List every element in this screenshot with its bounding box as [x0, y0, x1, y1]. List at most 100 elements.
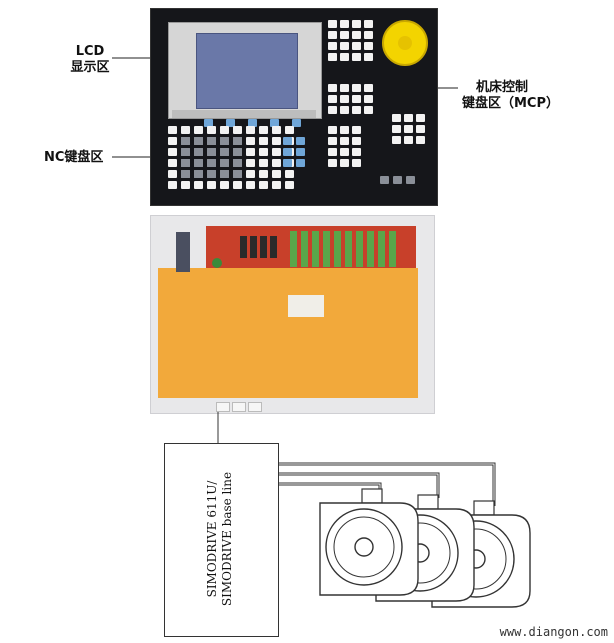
nc-key[interactable] — [259, 148, 268, 156]
mcp-key[interactable] — [328, 31, 337, 39]
mcp-key[interactable] — [340, 95, 349, 103]
mcp-key[interactable] — [328, 53, 337, 61]
mcp-key[interactable] — [352, 31, 361, 39]
mcp-key[interactable] — [328, 148, 337, 156]
mcp-key[interactable] — [328, 106, 337, 114]
nc-key-function[interactable] — [194, 159, 203, 167]
nc-key[interactable] — [168, 148, 177, 156]
softkey[interactable] — [204, 119, 213, 127]
mcp-key[interactable] — [364, 31, 373, 39]
nc-key-function[interactable] — [207, 137, 216, 145]
nc-key[interactable] — [168, 181, 177, 189]
nc-key[interactable] — [168, 137, 177, 145]
nc-key-function[interactable] — [207, 159, 216, 167]
mcp-key[interactable] — [328, 95, 337, 103]
softkey[interactable] — [292, 119, 301, 127]
mcp-key[interactable] — [364, 20, 373, 28]
nc-key[interactable] — [207, 126, 216, 134]
nc-key-cursor[interactable] — [296, 137, 305, 145]
nc-key-function[interactable] — [194, 137, 203, 145]
mcp-key[interactable] — [404, 136, 413, 144]
nc-key[interactable] — [246, 181, 255, 189]
nc-key[interactable] — [272, 126, 281, 134]
mcp-key[interactable] — [340, 159, 349, 167]
mcp-key[interactable] — [352, 148, 361, 156]
nc-key[interactable] — [259, 159, 268, 167]
mcp-key[interactable] — [392, 125, 401, 133]
mcp-key[interactable] — [328, 42, 337, 50]
nc-key[interactable] — [207, 181, 216, 189]
nc-key-function[interactable] — [233, 159, 242, 167]
nc-key[interactable] — [272, 137, 281, 145]
nc-key-cursor[interactable] — [283, 137, 292, 145]
nc-key[interactable] — [168, 159, 177, 167]
nc-key[interactable] — [246, 159, 255, 167]
nc-key[interactable] — [259, 181, 268, 189]
mcp-key[interactable] — [328, 20, 337, 28]
nc-key[interactable] — [272, 181, 281, 189]
nc-key-cursor[interactable] — [296, 148, 305, 156]
nc-key-function[interactable] — [194, 148, 203, 156]
nc-key[interactable] — [220, 181, 229, 189]
mcp-key[interactable] — [340, 84, 349, 92]
nc-key-function[interactable] — [194, 170, 203, 178]
nc-key-cursor[interactable] — [283, 159, 292, 167]
mcp-key[interactable] — [340, 42, 349, 50]
nc-key[interactable] — [194, 126, 203, 134]
mcp-key[interactable] — [352, 159, 361, 167]
nc-key-function[interactable] — [220, 159, 229, 167]
mcp-key[interactable] — [364, 84, 373, 92]
nc-key[interactable] — [272, 148, 281, 156]
nc-key-function[interactable] — [181, 170, 190, 178]
nc-key-function[interactable] — [181, 159, 190, 167]
nc-key[interactable] — [233, 126, 242, 134]
mcp-key[interactable] — [380, 176, 389, 184]
nc-key[interactable] — [246, 137, 255, 145]
nc-key[interactable] — [246, 170, 255, 178]
mcp-key[interactable] — [328, 137, 337, 145]
nc-key-function[interactable] — [233, 148, 242, 156]
mcp-key[interactable] — [364, 106, 373, 114]
softkey[interactable] — [226, 119, 235, 127]
mcp-key[interactable] — [406, 176, 415, 184]
nc-key-cursor[interactable] — [283, 148, 292, 156]
nc-key[interactable] — [194, 181, 203, 189]
mcp-key[interactable] — [392, 136, 401, 144]
mcp-key[interactable] — [340, 126, 349, 134]
mcp-key[interactable] — [364, 95, 373, 103]
nc-key-function[interactable] — [220, 137, 229, 145]
mcp-key[interactable] — [352, 53, 361, 61]
nc-key[interactable] — [285, 126, 294, 134]
softkey[interactable] — [248, 119, 257, 127]
mcp-key[interactable] — [364, 53, 373, 61]
nc-key[interactable] — [259, 126, 268, 134]
nc-key-function[interactable] — [233, 137, 242, 145]
mcp-key[interactable] — [328, 126, 337, 134]
nc-key[interactable] — [233, 181, 242, 189]
nc-key-function[interactable] — [207, 170, 216, 178]
emergency-stop-button[interactable] — [382, 20, 428, 66]
mcp-key[interactable] — [416, 125, 425, 133]
nc-key[interactable] — [246, 148, 255, 156]
mcp-key[interactable] — [392, 114, 401, 122]
nc-key[interactable] — [246, 126, 255, 134]
mcp-key[interactable] — [364, 42, 373, 50]
mcp-key[interactable] — [340, 31, 349, 39]
mcp-key[interactable] — [328, 84, 337, 92]
nc-key-function[interactable] — [233, 170, 242, 178]
nc-key-function[interactable] — [181, 137, 190, 145]
nc-key[interactable] — [285, 181, 294, 189]
softkey[interactable] — [270, 119, 279, 127]
mcp-key[interactable] — [352, 20, 361, 28]
nc-key[interactable] — [272, 170, 281, 178]
mcp-key[interactable] — [340, 20, 349, 28]
mcp-key[interactable] — [393, 176, 402, 184]
mcp-key[interactable] — [340, 53, 349, 61]
nc-key-function[interactable] — [220, 148, 229, 156]
mcp-key[interactable] — [352, 95, 361, 103]
nc-key[interactable] — [181, 181, 190, 189]
nc-key[interactable] — [168, 126, 177, 134]
nc-key-function[interactable] — [207, 148, 216, 156]
mcp-key[interactable] — [340, 106, 349, 114]
nc-key[interactable] — [181, 126, 190, 134]
